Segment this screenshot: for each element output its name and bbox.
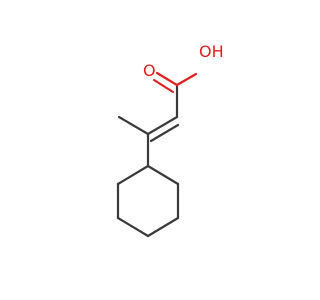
ring-bond-4 — [146, 216, 180, 238]
ring-bond-6 — [146, 164, 180, 186]
structure-canvas: O OH — [116, 42, 224, 238]
hydroxyl-bond — [175, 72, 198, 87]
molecule-structure: O OH — [116, 42, 224, 238]
hydroxyl-label: OH — [199, 42, 224, 61]
ring-bond-3 — [116, 216, 150, 238]
carbonyl-double-bond-outer — [155, 71, 179, 87]
methyl-bond — [117, 115, 150, 136]
carbonyl-double-bond-inner — [152, 78, 175, 94]
alkene-double-bond-inner — [149, 123, 180, 143]
alkene-double-bond-outer — [146, 115, 179, 136]
cyclohexane-ring — [116, 164, 180, 238]
ring-bond-1 — [116, 164, 150, 186]
carbonyl-oxygen-label: O — [143, 61, 156, 80]
